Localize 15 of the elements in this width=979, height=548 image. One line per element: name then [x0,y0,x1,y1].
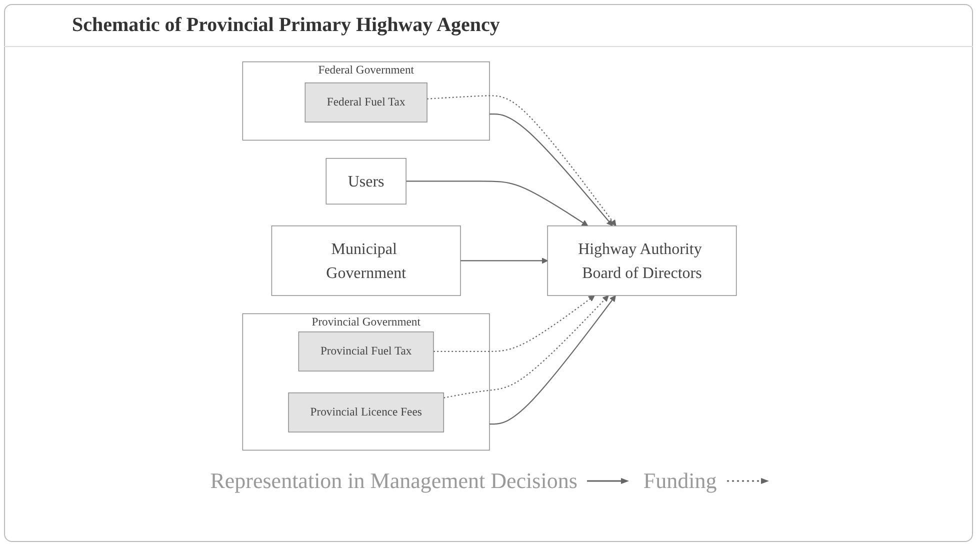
node-box: Highway Authority Board of Directors [547,226,737,296]
diagram-title: Schematic of Provincial Primary Highway Agency [72,14,500,37]
legend-label: Representation in Management Decisions [210,468,578,494]
arrow [434,295,595,352]
node-box: Provincial Licence Fees [288,392,444,432]
arrow [490,295,616,425]
legend-label: Funding [643,468,717,494]
node-box: Users [326,158,406,204]
node-box: Provincial Fuel Tax [298,332,434,372]
arrow [460,258,548,264]
node-box: Federal Fuel Tax [304,82,428,122]
node-box: Municipal Government [271,226,461,296]
arrow [444,295,609,398]
arrow [490,114,613,226]
arrow [406,180,588,226]
